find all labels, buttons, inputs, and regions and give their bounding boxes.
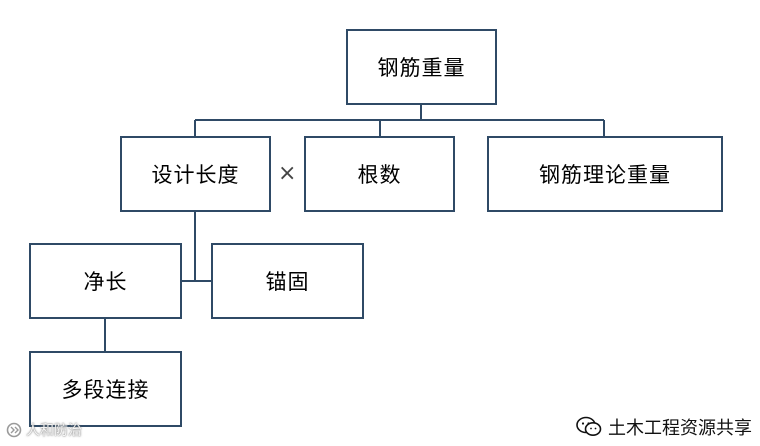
watermark-source-text: 土木工程资源共享 [608, 418, 752, 439]
node-theoretical-weight: 钢筋理论重量 [487, 136, 723, 212]
node-multi-segment: 多段连接 [29, 351, 182, 427]
watermark-corner-text: 人和防治 [26, 423, 82, 439]
node-steel-weight: 钢筋重量 [346, 29, 497, 105]
wechat-icon [576, 416, 602, 436]
node-anchorage-label: 锚固 [265, 270, 310, 294]
watermark-source: 土木工程资源共享 [576, 414, 752, 440]
watermark-corner: 人和防治 [6, 420, 82, 440]
node-theoretical-weight-label: 钢筋理论重量 [539, 163, 671, 187]
node-net-length-label: 净长 [83, 270, 128, 294]
node-net-length: 净长 [29, 243, 182, 319]
node-steel-weight-label: 钢筋重量 [377, 56, 466, 80]
node-count: 根数 [304, 136, 455, 212]
multiply-operator: × [278, 161, 297, 186]
node-design-length: 设计长度 [120, 136, 271, 212]
node-count-label: 根数 [357, 163, 402, 187]
node-design-length-label: 设计长度 [151, 163, 240, 187]
node-multi-segment-label: 多段连接 [61, 378, 150, 402]
corner-logo-icon [6, 422, 22, 438]
node-anchorage: 锚固 [211, 243, 364, 319]
